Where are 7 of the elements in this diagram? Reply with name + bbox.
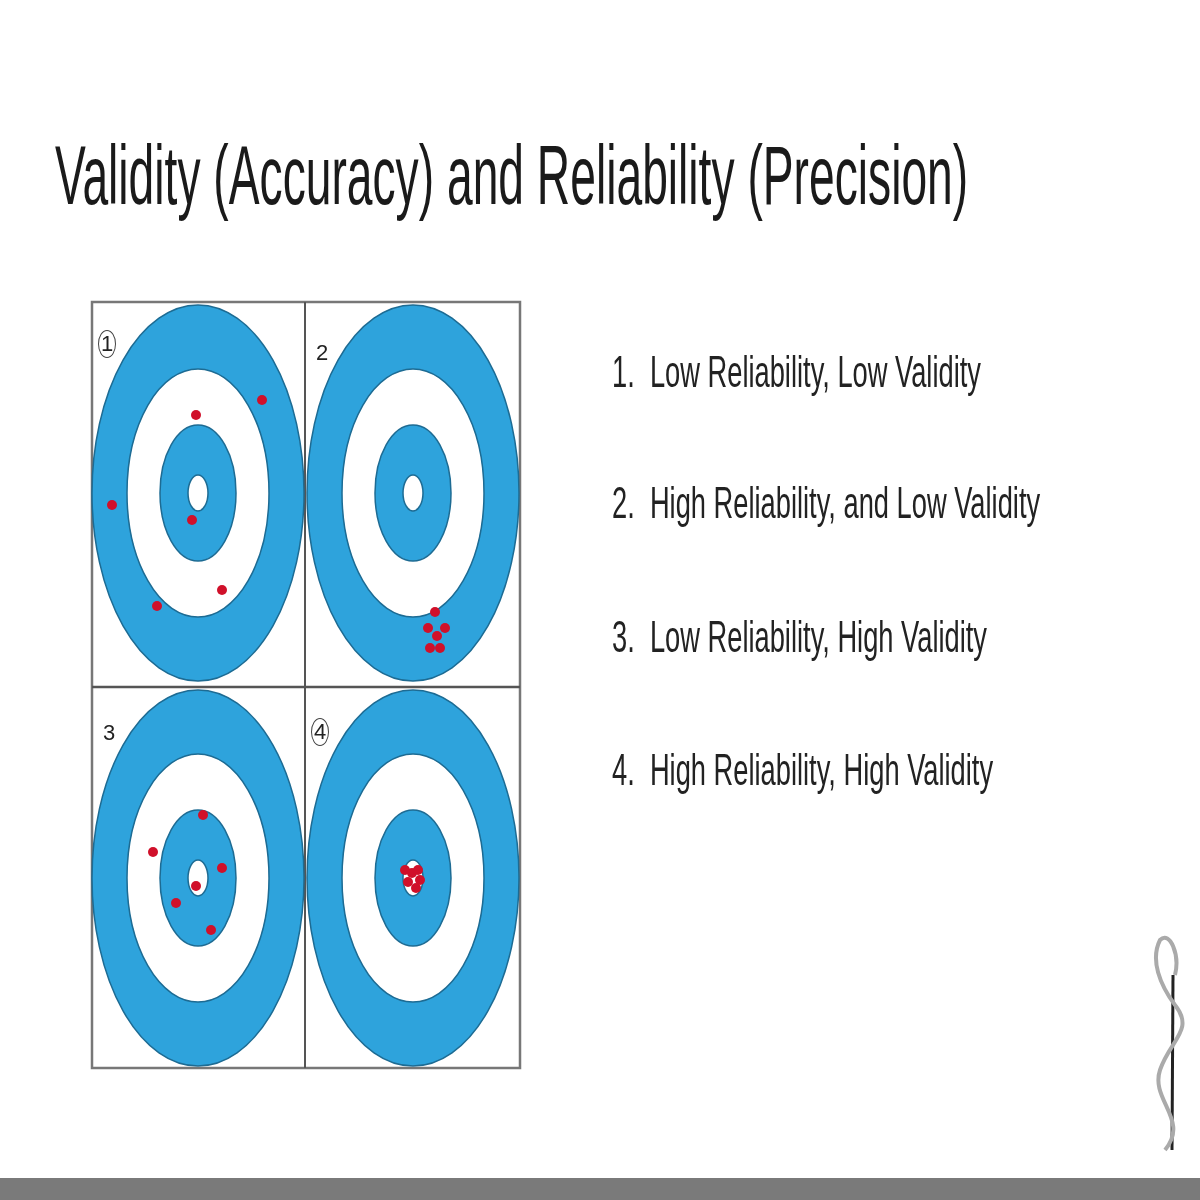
target-number: 2: [314, 340, 330, 366]
target-number: 3: [101, 720, 117, 746]
slide-title: Validity (Accuracy) and Reliability (Precision): [55, 127, 969, 224]
list-item: 2. High Reliability, and Low Validity: [612, 477, 1041, 529]
list-item: 4. High Reliability, High Validity: [612, 744, 994, 796]
list-item: 1. Low Reliability, Low Validity: [612, 346, 981, 398]
list-item: 3. Low Reliability, High Validity: [612, 611, 987, 663]
